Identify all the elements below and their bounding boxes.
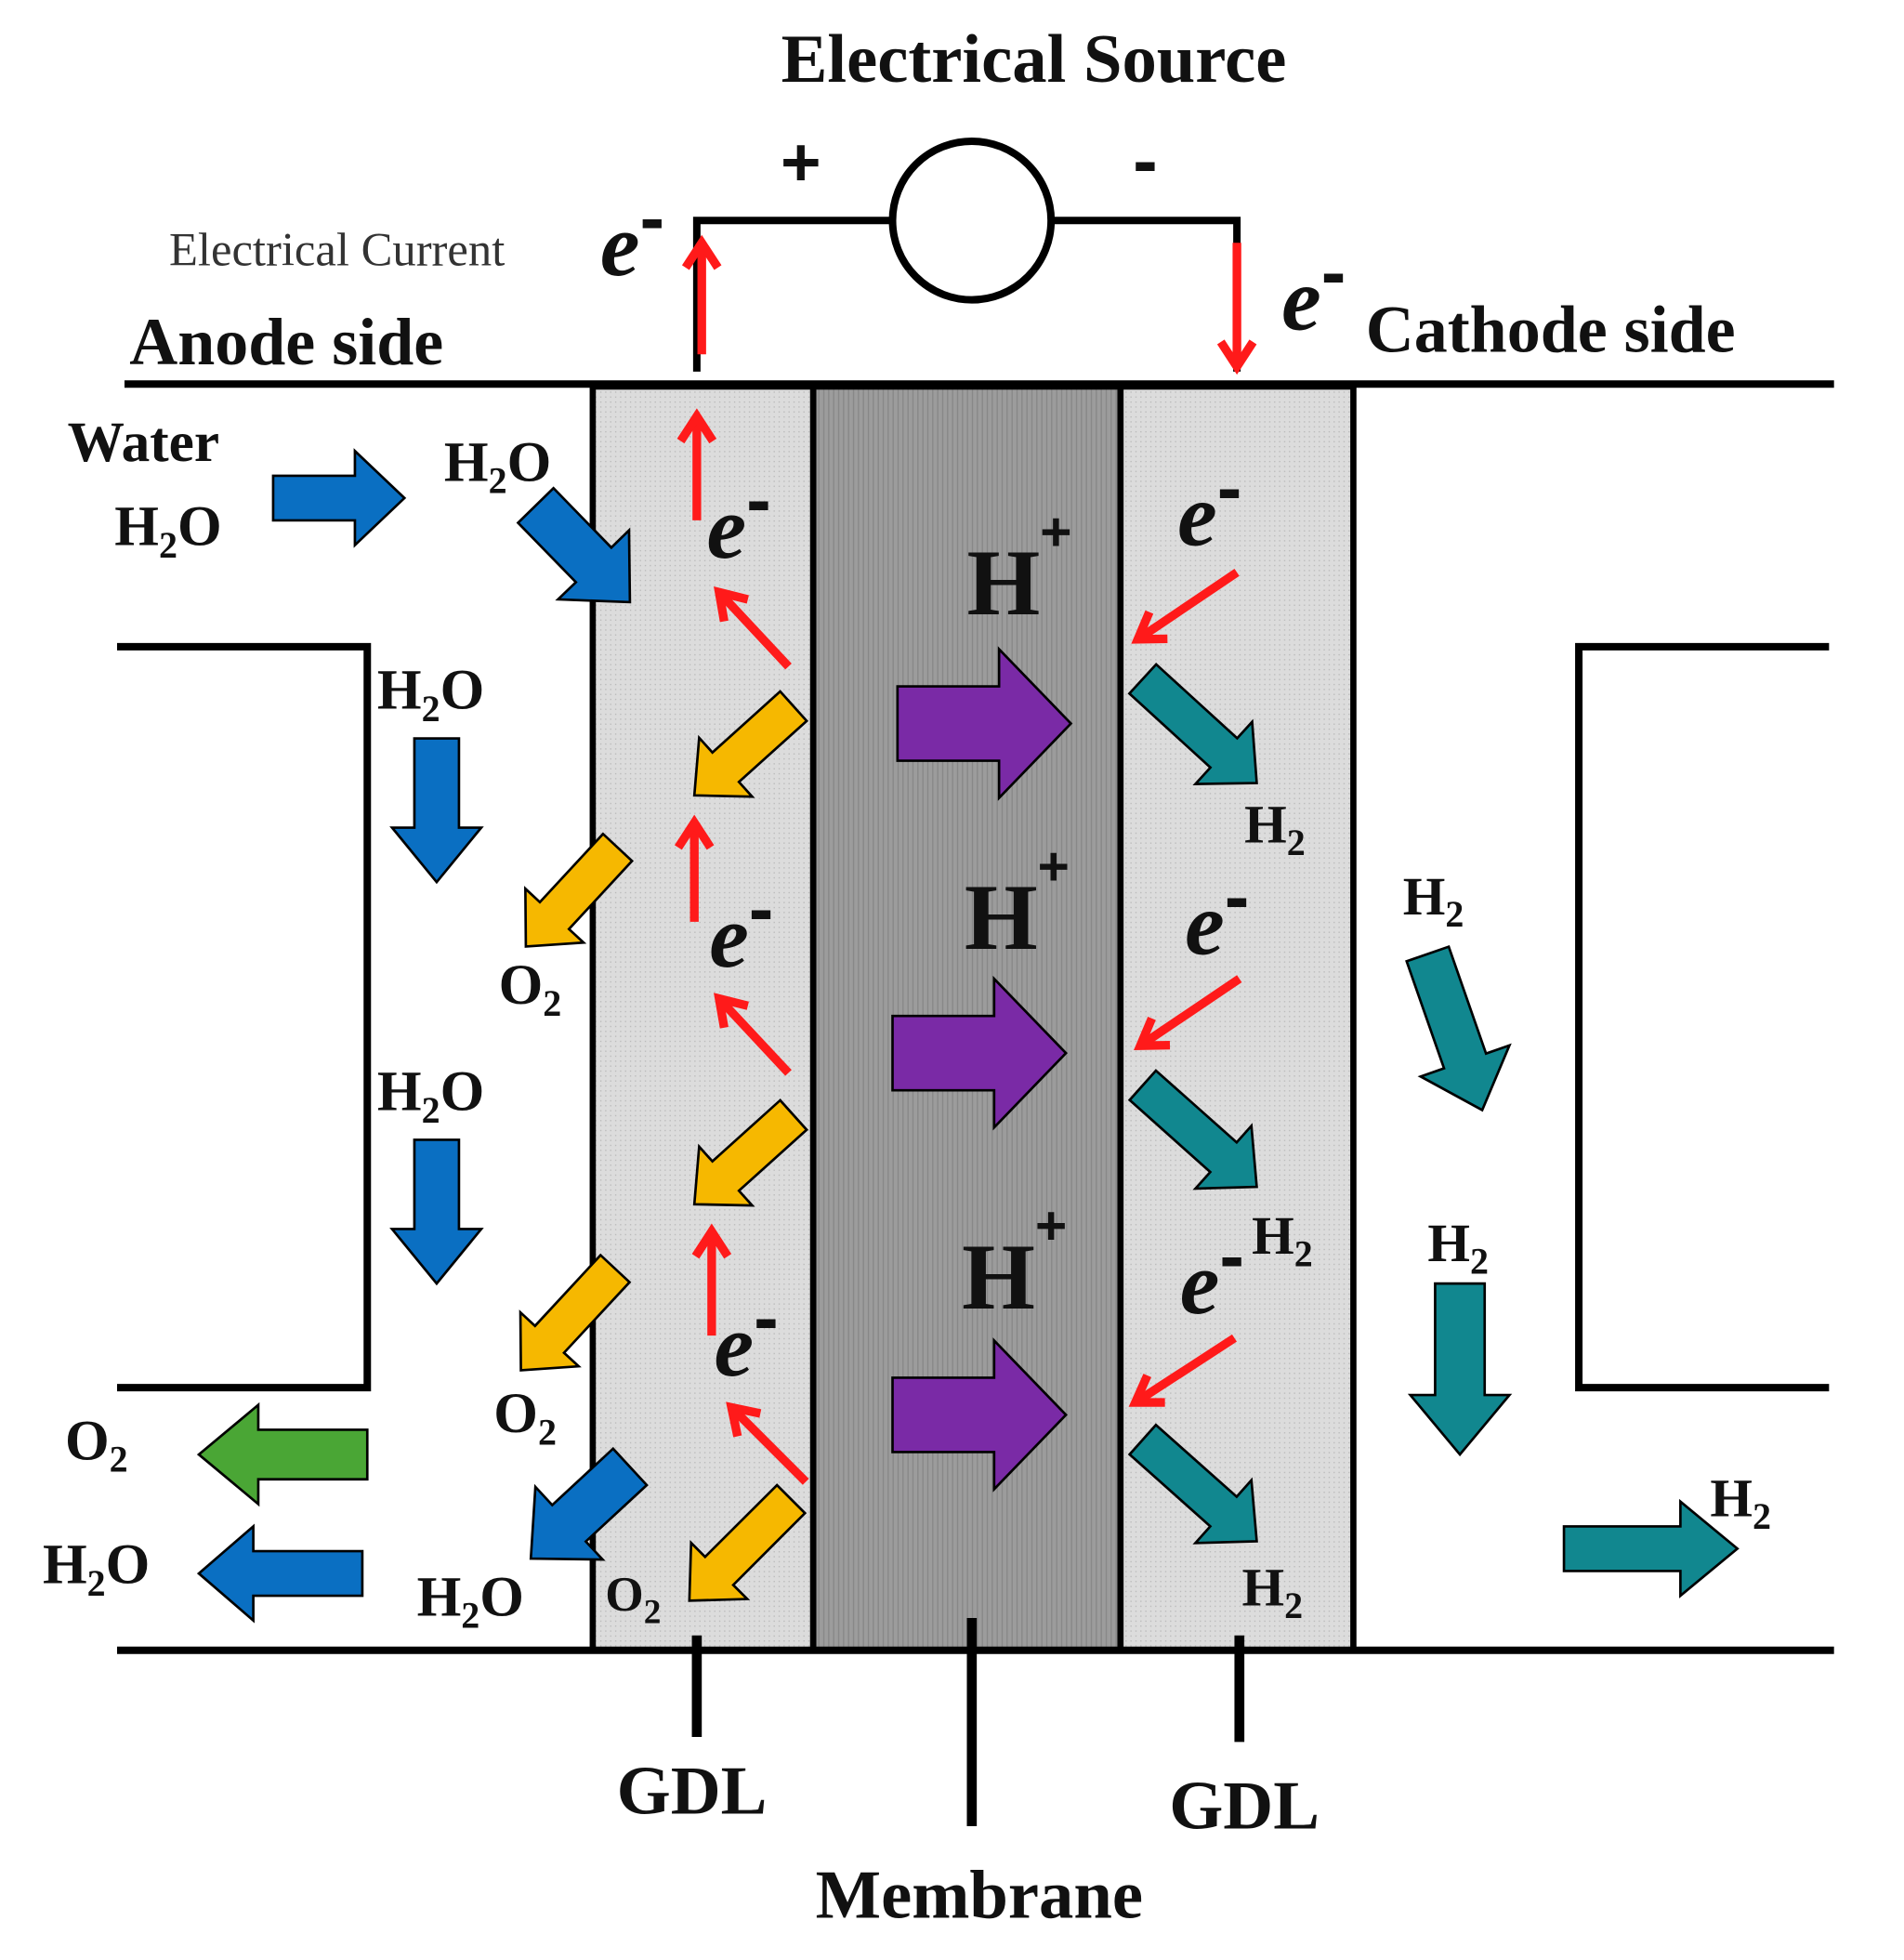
hydrogen-label: H2 <box>1252 1205 1313 1274</box>
oxygen-arrow <box>688 1483 808 1602</box>
proton-label: H+ <box>965 836 1070 969</box>
oxygen-label: O2 <box>605 1566 661 1631</box>
electron-label: e- <box>1281 230 1346 349</box>
electron-arrow <box>691 1223 732 1336</box>
proton-arrow <box>891 1337 1069 1493</box>
water-arrow <box>389 737 484 885</box>
electron-current-arrow <box>1216 243 1257 375</box>
anode-side-label: Anode side <box>129 305 443 379</box>
water-label: H2O <box>43 1533 150 1604</box>
hydrogen-arrow <box>1127 1069 1258 1190</box>
hydrogen-label: H2 <box>1403 866 1464 935</box>
water-label: H2O <box>417 1565 524 1636</box>
hydrogen-arrow <box>1405 944 1512 1112</box>
electron-arrow <box>1131 569 1240 644</box>
hydrogen-label: H2 <box>1710 1468 1771 1537</box>
membrane-label: Membrane <box>816 1857 1143 1934</box>
hydrogen-outflow-arrow <box>1562 1498 1740 1598</box>
hydrogen-label: H2 <box>1241 1558 1303 1626</box>
water-label: H2O <box>377 659 484 730</box>
hydrogen-arrow <box>1127 1423 1258 1545</box>
electron-arrow <box>714 993 792 1076</box>
water-arrow <box>389 1138 484 1286</box>
gdl-right-label: GDL <box>1169 1768 1320 1845</box>
water-label: H2O <box>444 430 551 501</box>
oxygen-arrow <box>524 832 635 948</box>
electron-label: e- <box>1180 1214 1244 1333</box>
electron-arrow <box>674 814 715 922</box>
electron-label: e- <box>715 1276 779 1395</box>
water-arrow <box>516 486 632 604</box>
electron-label: e- <box>709 867 773 986</box>
positive-terminal-sign: + <box>781 123 821 201</box>
proton-label: H+ <box>962 1195 1067 1328</box>
electrical-current-label: Electrical Current <box>169 223 505 275</box>
proton-arrow <box>891 975 1069 1131</box>
electron-current-arrow <box>681 234 722 355</box>
water-arrow <box>529 1446 649 1561</box>
proton-arrow <box>896 646 1073 801</box>
electron-arrow <box>726 1401 809 1485</box>
water-inlet-label: Water <box>68 411 219 474</box>
gdl-left-label: GDL <box>617 1753 768 1830</box>
water-outflow-arrow <box>196 1523 364 1624</box>
water-inflow-arrow <box>271 448 407 548</box>
hydrogen-arrow <box>1407 1282 1513 1457</box>
electron-label: e- <box>1177 446 1241 565</box>
diagram-title: Electrical Source <box>781 20 1287 98</box>
oxygen-arrow <box>692 690 809 798</box>
electron-label: e- <box>600 176 664 295</box>
layer-leader-lines <box>691 1618 1245 1827</box>
oxygen-arrow <box>519 1253 632 1372</box>
oxygen-label: O2 <box>65 1409 128 1480</box>
power-source-symbol <box>888 137 1056 304</box>
electron-arrow <box>676 408 717 520</box>
negative-terminal-sign: - <box>1133 119 1158 202</box>
electron-label: e- <box>707 458 771 577</box>
hydrogen-label: H2 <box>1244 795 1306 863</box>
hydrogen-arrow <box>1127 662 1258 785</box>
electron-arrow <box>714 585 792 670</box>
oxygen-arrow <box>692 1098 809 1207</box>
oxygen-outflow-arrow <box>196 1401 369 1507</box>
water-label: H2O <box>114 495 221 566</box>
electron-arrow <box>1128 1334 1237 1407</box>
electron-label: e- <box>1185 855 1249 974</box>
hydrogen-label: H2 <box>1427 1213 1489 1282</box>
arrow-layer <box>196 234 1740 1624</box>
water-label: H2O <box>377 1059 484 1130</box>
cathode-side-label: Cathode side <box>1366 293 1736 367</box>
proton-label: H+ <box>966 502 1071 635</box>
oxygen-label: O2 <box>493 1382 557 1453</box>
oxygen-label: O2 <box>499 954 562 1024</box>
electron-arrow <box>1134 975 1242 1050</box>
